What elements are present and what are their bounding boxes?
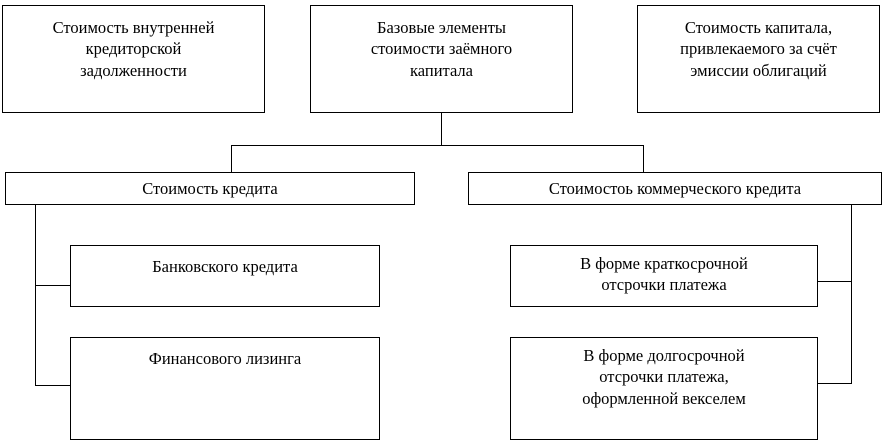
node-long-term-deferral: В форме долгосрочной отсрочки платежа, о… [510, 337, 818, 440]
node-short-term-deferral-label: В форме краткосрочной отсрочки платежа [580, 254, 748, 295]
connector-base-stem [441, 113, 442, 146]
node-financial-leasing-label: Финансового лизинга [148, 349, 302, 368]
node-bond-issue-cost: Стоимость капитала, привлекаемого за счё… [637, 5, 880, 113]
connector-credit-spine [35, 205, 36, 385]
connector-to-credit-cost [231, 145, 232, 173]
node-bond-issue-label: Стоимость капитала, привлекаемого за счё… [680, 18, 837, 80]
node-commercial-credit-cost-label: Стоимостоь коммерческого кредита [548, 178, 802, 198]
node-financial-leasing: Финансового лизинга [70, 337, 380, 440]
connector-credit-to-leasing [35, 385, 71, 386]
node-credit-cost: Стоимость кредита [5, 172, 415, 205]
connector-credit-to-bank [35, 285, 71, 286]
node-credit-cost-label: Стоимость кредита [142, 178, 278, 198]
connector-commercial-to-short [817, 281, 852, 282]
node-base-elements-label: Базовые элементы стоимости заёмного капи… [370, 18, 513, 80]
node-internal-payables-label: Стоимость внутренней кредиторской задолж… [52, 18, 215, 80]
connector-commercial-spine [851, 205, 852, 383]
node-short-term-deferral: В форме краткосрочной отсрочки платежа [510, 245, 818, 307]
node-bank-credit: Банковского кредита [70, 245, 380, 307]
connector-base-bar [231, 145, 644, 146]
node-long-term-deferral-label: В форме долгосрочной отсрочки платежа, о… [582, 346, 746, 408]
node-commercial-credit-cost: Стоимостоь коммерческого кредита [468, 172, 882, 205]
node-base-elements: Базовые элементы стоимости заёмного капи… [310, 5, 573, 113]
node-bank-credit-label: Банковского кредита [152, 257, 298, 276]
node-internal-payables-cost: Стоимость внутренней кредиторской задолж… [2, 5, 265, 113]
connector-to-commercial-cost [643, 145, 644, 173]
connector-commercial-to-long [817, 383, 852, 384]
